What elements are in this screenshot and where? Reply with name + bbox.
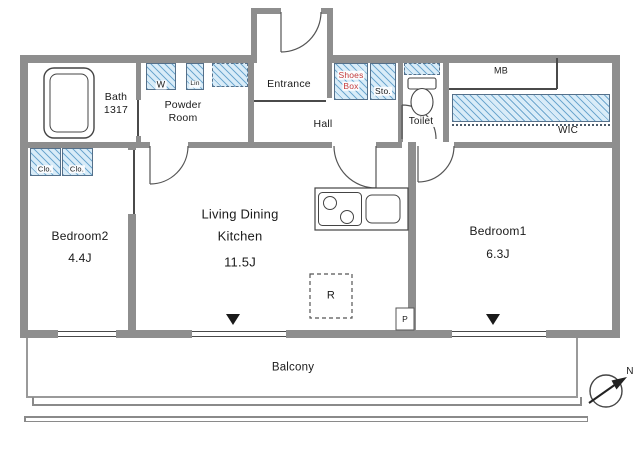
wall-bottom-1: [20, 330, 58, 338]
wall-bottom-3: [286, 330, 452, 338]
wall-top-left: [20, 55, 257, 63]
fridge-label: R: [325, 289, 337, 302]
balcony-area: [26, 338, 578, 398]
wic-dotted-line: [452, 124, 610, 126]
bath-size-label: 1317: [103, 103, 129, 116]
ldk-window: [192, 330, 286, 338]
ldk-size-label: 11.5J: [224, 254, 256, 270]
ldk-window-marker-triangle: [226, 314, 240, 325]
wall-left: [20, 55, 28, 338]
toilet-bowl: [410, 87, 434, 117]
bedroom2-sliding-door-line: [133, 150, 135, 214]
linen-label: Lin: [189, 79, 201, 88]
bathtub-outer: [43, 67, 95, 139]
railing-2-cap-right: [586, 416, 588, 422]
bedroom1-label: Bedroom1: [469, 224, 527, 238]
mb-box-bottom-line: [449, 88, 557, 90]
wall-entrance-right: [327, 8, 333, 63]
balcony-label: Balcony: [271, 361, 315, 374]
ldk-window-line-1: [192, 331, 286, 333]
bedroom1-window-line-1: [452, 331, 546, 333]
bath-sliding-door-line: [137, 100, 139, 136]
bedroom1-window: [452, 330, 546, 338]
stove-burner-2: [340, 210, 354, 224]
ldk-door-arc: [333, 145, 377, 189]
wall-bath-powder-upper: [136, 63, 141, 100]
wall-ldk-bedroom1: [408, 142, 416, 338]
entrance-step-line: [254, 100, 326, 102]
railing-1-cap-right: [580, 397, 582, 405]
railing-2-cap-left: [24, 416, 26, 422]
wall-bottom-2: [116, 330, 192, 338]
bedroom2-window-line-1: [58, 331, 116, 333]
wall-toilet-left: [398, 63, 403, 142]
wall-powder-entrance: [248, 63, 254, 142]
hall-label: Hall: [313, 117, 333, 130]
wall-entrance-top-a: [251, 8, 281, 14]
railing-1: [32, 404, 582, 406]
entrance-label: Entrance: [267, 77, 311, 90]
vanity-area: [212, 63, 248, 87]
pipe-label: P: [401, 313, 409, 324]
wall-bedroom2-top-stub: [128, 142, 136, 150]
railing-1-cap-left: [32, 397, 34, 405]
closet2-label: Clo.: [68, 164, 86, 174]
wall-bottom-4: [546, 330, 620, 338]
mb-label: MB: [494, 65, 508, 76]
wic-area: [452, 94, 610, 122]
ldk-window-line-2: [192, 335, 286, 337]
washer-area: [146, 63, 176, 90]
toilet-window-area: [404, 63, 440, 75]
kitchen-counter: [314, 187, 409, 231]
entrance-door-arc: [280, 11, 322, 53]
wall-entrance-shoes: [327, 63, 332, 98]
washer-label: W: [155, 79, 167, 90]
powder-room-label-2: Room: [168, 111, 198, 124]
wall-toilet-right: [443, 55, 449, 142]
powder-room-label-1: Powder: [164, 98, 202, 111]
bedroom1-door-arc: [417, 145, 455, 183]
stove-burner-1: [323, 196, 337, 210]
bedroom1-window-marker-triangle: [486, 314, 500, 325]
wall-mid-h-2: [188, 142, 332, 148]
kitchen-stove: [318, 192, 362, 226]
compass-needle: [588, 383, 617, 404]
wall-mid-h-1: [20, 142, 150, 148]
compass-north-label: N: [626, 366, 634, 377]
shoes-box-label-2: Box: [342, 80, 360, 91]
bedroom2-label: Bedroom2: [51, 229, 109, 243]
railing-2a: [24, 416, 588, 418]
shoes-box-area: [334, 63, 368, 100]
bath-label: Bath: [104, 90, 128, 103]
railing-2b: [24, 420, 588, 422]
wall-top-right: [327, 55, 620, 63]
wall-right: [612, 55, 620, 338]
closet1-label: Clo.: [36, 164, 54, 174]
ldk-label-1: Living Dining: [201, 206, 279, 222]
wic-label: WIC: [557, 125, 579, 136]
shoes-box-label-1: Shoes: [337, 69, 365, 80]
wall-mid-h-4: [454, 142, 612, 148]
wall-entrance-left: [251, 8, 257, 63]
bedroom1-window-line-2: [452, 335, 546, 337]
compass-arrowhead: [611, 377, 627, 390]
wall-bath-powder-lower: [136, 136, 141, 142]
toilet-tank: [407, 77, 437, 90]
bedroom2-window-line-2: [58, 335, 116, 337]
wall-mid-h-3: [376, 142, 402, 148]
toilet-label: Toilet: [407, 116, 435, 127]
ldk-label-2: Kitchen: [217, 228, 263, 244]
mb-box-right-line: [556, 58, 558, 89]
bedroom2-window: [58, 330, 116, 338]
bathtub-inner: [49, 73, 89, 133]
storage-label: Sto.: [374, 85, 392, 96]
powder-room-door-arc: [149, 145, 189, 185]
kitchen-sink: [365, 194, 401, 224]
wall-bedroom2-right: [128, 214, 136, 338]
bedroom1-size-label: 6.3J: [486, 247, 510, 261]
compass-circle: [589, 374, 623, 408]
bedroom2-size-label: 4.4J: [68, 251, 92, 265]
